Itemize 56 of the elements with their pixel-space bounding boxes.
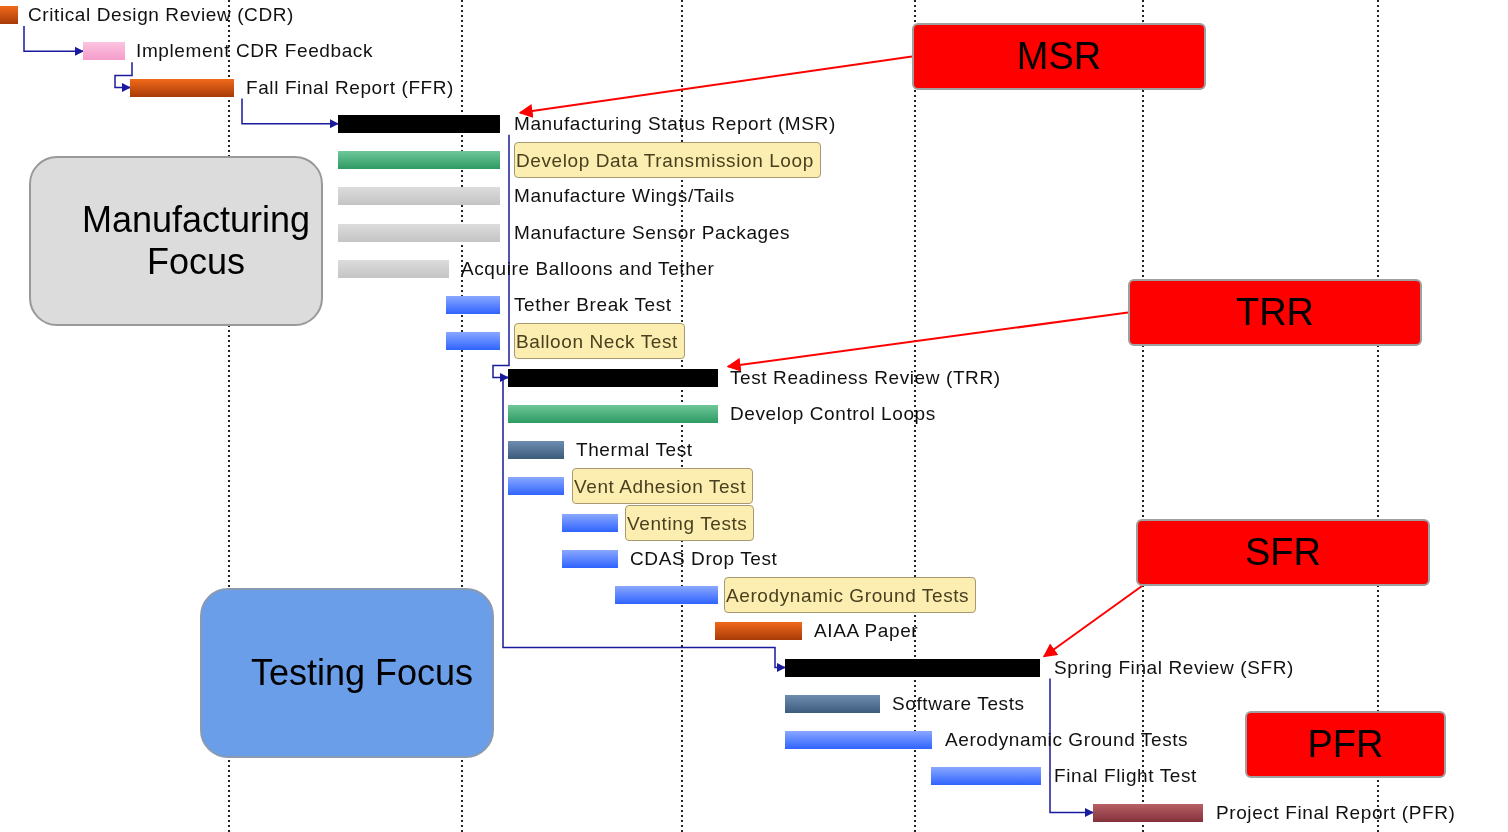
task-label: Implement CDR Feedback [136,40,374,63]
callout-box: MSR [912,23,1206,90]
dependency-arrow [241,97,339,129]
milestone-task [338,112,836,135]
dependency-arrow [502,376,786,672]
gantt-task [508,402,936,425]
gantt-task [715,620,919,643]
gantt-task [508,468,754,505]
highlighted-task-label: Develop Data Transmission Loop [514,142,821,178]
task-label: Fall Final Report (FFR) [246,76,455,99]
gantt-task [1093,801,1456,824]
highlighted-task-label: Balloon Neck Test [514,323,685,360]
dependency-arrow [1049,677,1094,817]
focus-box: Testing Focus [200,588,494,758]
gantt-task [338,142,821,178]
milestone-task [785,656,1294,679]
gantt-task [562,547,778,570]
callout-arrow [518,55,913,118]
task-label: Software Tests [892,692,1025,715]
callout-box: PFR [1245,711,1446,778]
gantt-task [338,185,735,208]
task-label: AIAA Paper [814,620,919,643]
dependency-arrow [114,61,133,92]
milestone-task [508,366,1001,389]
callout-arrow [1042,585,1143,658]
task-label: Develop Control Loops [730,402,936,425]
callout-arrow [726,311,1129,372]
task-label: Manufacture Wings/Tails [514,185,735,208]
gantt-task [615,577,977,613]
gantt-task [446,294,672,316]
task-label: Final Flight Test [1054,765,1197,788]
gantt-task [931,765,1197,788]
gantt-task [83,40,374,63]
gantt-task [785,692,1025,715]
task-label: Critical Design Review (CDR) [28,4,294,26]
highlighted-task-label: Aerodynamic Ground Tests [724,577,977,613]
dependency-arrow [492,134,510,382]
gantt-task [130,76,455,99]
task-label: Spring Final Review (SFR) [1054,656,1294,679]
task-label: Project Final Report (PFR) [1216,801,1456,824]
gantt-task [562,504,755,541]
dependency-arrow [23,25,84,56]
task-label: Manufacturing Status Report (MSR) [514,112,836,135]
highlighted-task-label: Vent Adhesion Test [572,468,754,505]
gantt-task [338,221,790,244]
callout-box: SFR [1136,519,1430,586]
task-label: CDAS Drop Test [630,547,778,570]
task-label: Tether Break Test [514,294,672,316]
task-label: Test Readiness Review (TRR) [730,366,1001,389]
task-label: Thermal Test [576,439,693,461]
callout-box: TRR [1128,279,1422,346]
gantt-task [508,439,693,461]
gantt-task [446,323,685,360]
focus-box: Manufacturing Focus [29,156,323,326]
highlighted-task-label: Venting Tests [625,504,755,541]
task-label: Manufacture Sensor Packages [514,221,790,244]
